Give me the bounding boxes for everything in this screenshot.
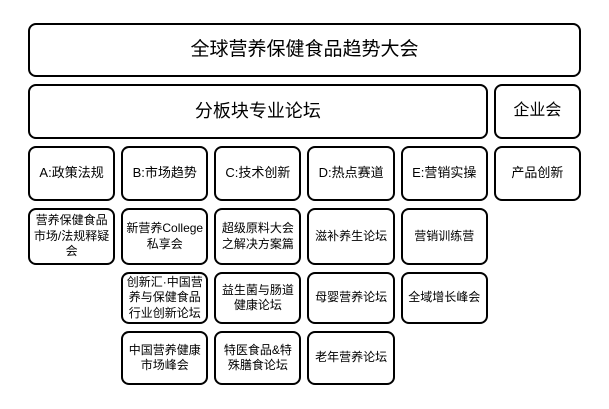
track-box-e-marketing: E:营销实操 bbox=[400, 146, 488, 201]
enterprise-meeting-box: 企业会 bbox=[493, 84, 581, 139]
forum-box-marketing-training: 营销训练营 bbox=[400, 208, 488, 265]
forum-box-innovation-hub: 创新汇·中国营养与保健食品行业创新论坛 bbox=[121, 272, 209, 324]
forum-box-senior-nutrition: 老年营养论坛 bbox=[307, 331, 395, 385]
forum-box-probiotics-gut: 益生菌与肠道健康论坛 bbox=[214, 272, 302, 324]
track-box-d-hotspot: D:热点赛道 bbox=[307, 146, 395, 201]
forum-box-super-ingredients: 超级原料大会之解决方案篇 bbox=[214, 208, 302, 265]
forum-box-special-medical-food: 特医食品&特殊膳食论坛 bbox=[214, 331, 302, 385]
forum-box-maternal-infant: 母婴营养论坛 bbox=[307, 272, 395, 324]
forum-box-tonic-health: 滋补养生论坛 bbox=[307, 208, 395, 265]
track-box-b-market: B:市场趋势 bbox=[121, 146, 209, 201]
forum-box-omni-growth-summit: 全域增长峰会 bbox=[400, 272, 488, 324]
forum-box-china-nutrition-summit: 中国营养健康市场峰会 bbox=[121, 331, 209, 385]
conference-title-box: 全球营养保健食品趋势大会 bbox=[28, 23, 581, 77]
forum-section-header-box: 分板块专业论坛 bbox=[28, 84, 488, 139]
forum-box-new-nutrition-college: 新营养College私享会 bbox=[121, 208, 209, 265]
track-box-c-technology: C:技术创新 bbox=[214, 146, 302, 201]
product-innovation-box: 产品创新 bbox=[493, 146, 581, 201]
org-chart-grid: 全球营养保健食品趋势大会 分板块专业论坛 企业会 A:政策法规 B:市场趋势 C… bbox=[28, 23, 581, 385]
track-box-a-policy: A:政策法规 bbox=[28, 146, 116, 201]
forum-box-market-regulation: 营养保健食品市场/法规释疑会 bbox=[28, 208, 116, 265]
